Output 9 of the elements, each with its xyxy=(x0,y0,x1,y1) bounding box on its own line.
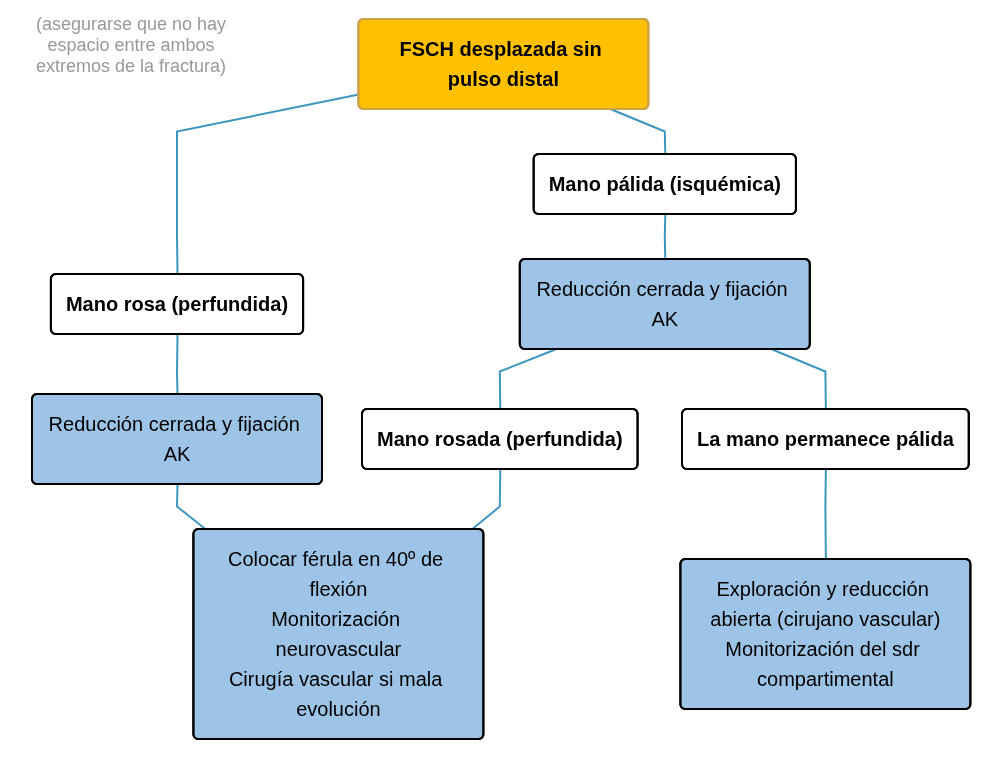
connector xyxy=(663,213,667,261)
connector xyxy=(824,468,827,561)
connector xyxy=(470,468,502,531)
connector xyxy=(610,108,667,156)
connector xyxy=(175,333,179,396)
connector xyxy=(175,483,207,531)
connector xyxy=(771,348,827,411)
connector xyxy=(498,348,557,411)
note-text: (asegurarse que no hay espacio entre ambos extremos de la fractura) xyxy=(34,14,228,77)
